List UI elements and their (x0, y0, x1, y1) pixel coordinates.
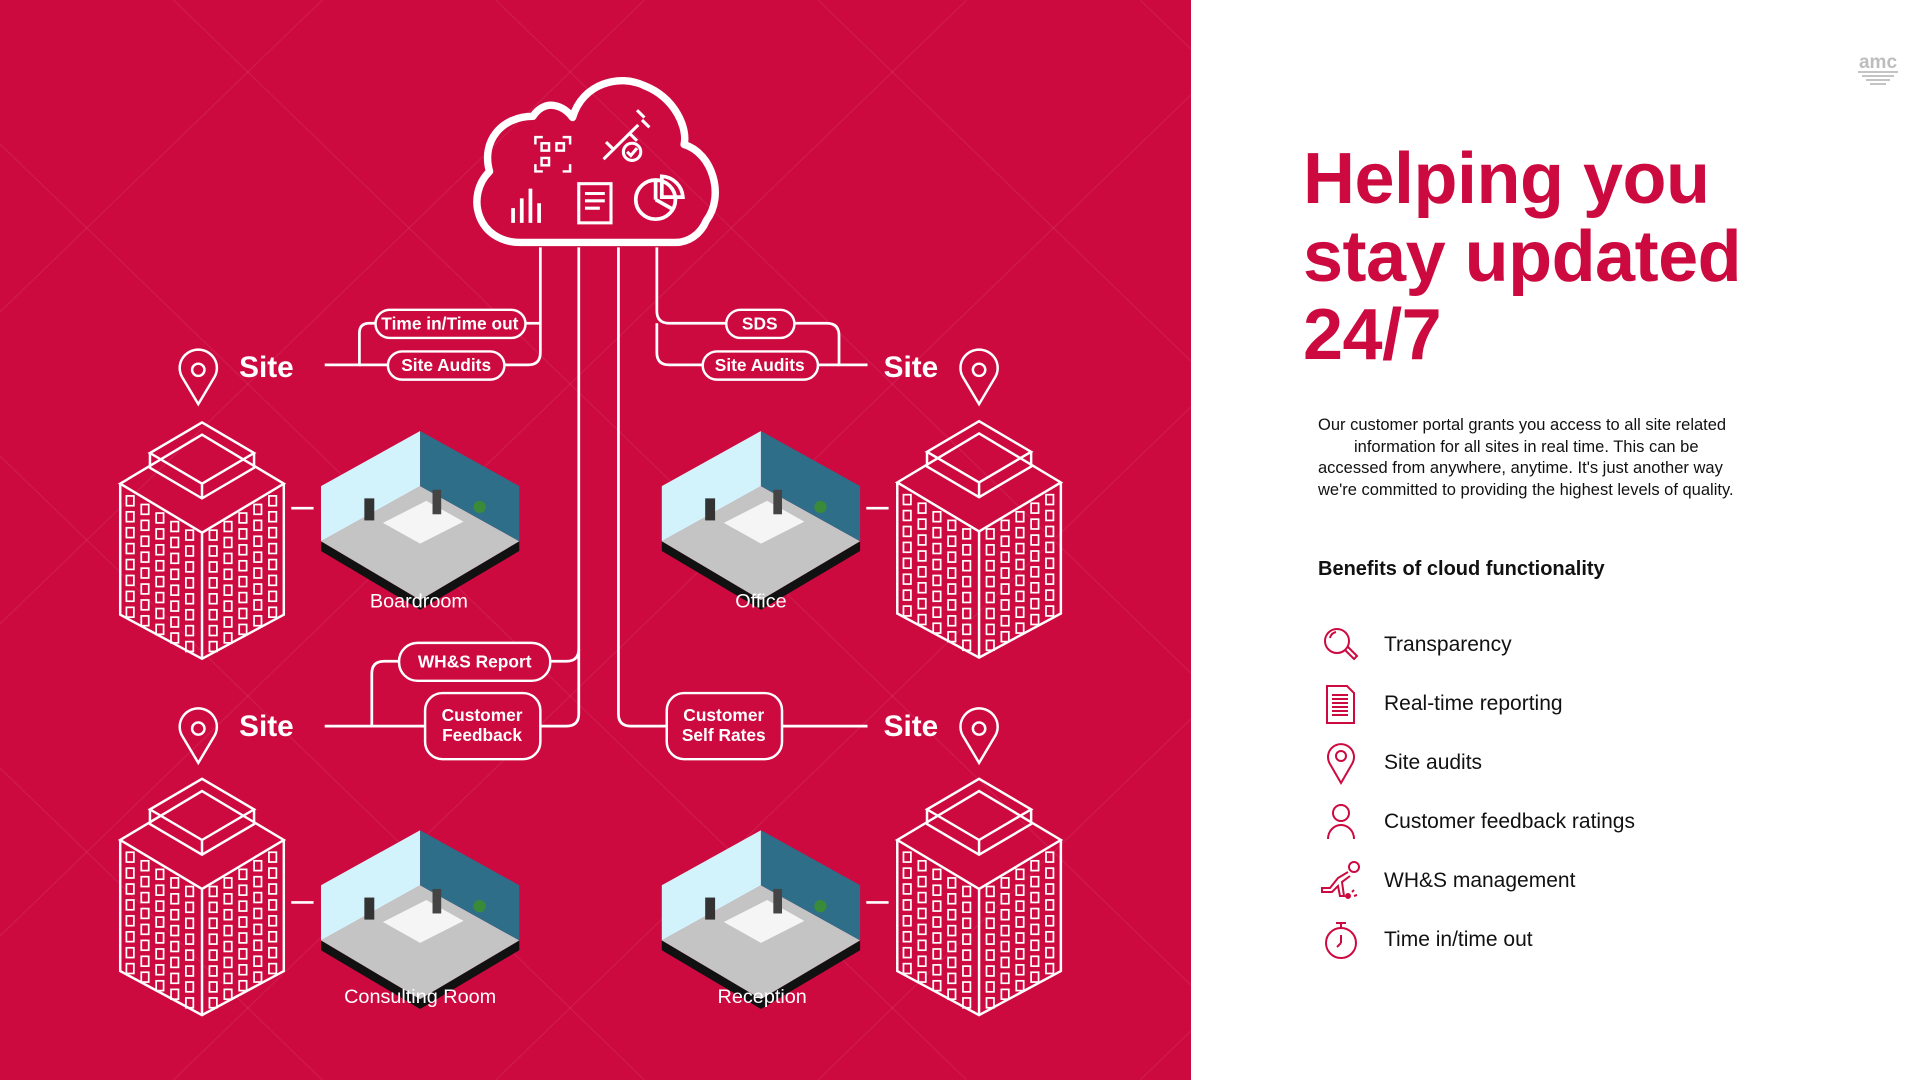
benefit-item: Transparency (1318, 620, 1738, 670)
site-label: Site (884, 710, 939, 743)
building-icon (117, 421, 287, 661)
site-label: Site (239, 351, 294, 384)
pill-whs-report: WH&S Report (397, 641, 552, 683)
cloud-diagram: Time in/Time out Site Audits SDS Site Au… (0, 0, 1191, 1080)
pill-label: Site Audits (715, 355, 805, 375)
title-line: Helping you (1303, 139, 1710, 219)
room-illustration-boardroom (320, 431, 520, 610)
benefits-heading: Benefits of cloud functionality (1318, 558, 1605, 580)
pill-label: SDS (742, 313, 778, 333)
benefit-label: Customer feedback ratings (1384, 810, 1635, 833)
document-icon (1326, 685, 1355, 724)
benefit-item: Customer feedback ratings (1318, 797, 1738, 847)
site-label: Site (884, 351, 939, 384)
benefit-item: Time in/time out (1318, 915, 1738, 965)
room-label-boardroom: Boardroom (370, 590, 468, 612)
pill-customer-self-rates: Customer Self Rates (665, 691, 784, 761)
cloud-icon (473, 76, 719, 247)
pill-label: Time in/Time out (381, 313, 518, 333)
paragraph-line: Our customer portal grants you access to… (1318, 416, 1727, 434)
building-icon (894, 419, 1064, 659)
syringe-check-icon (602, 109, 651, 162)
pill-site-audits-right: Site Audits (701, 350, 820, 381)
building-icon (117, 777, 287, 1017)
pill-time-in-out: Time in/Time out (374, 308, 527, 340)
paragraph-line: we're committed to providing the highest… (1318, 480, 1734, 499)
magnifier-icon (1324, 628, 1359, 661)
location-pin-icon (959, 707, 999, 766)
benefit-label: Time in/time out (1384, 928, 1533, 951)
pill-sds: SDS (725, 308, 796, 340)
pill-label: Customer (442, 705, 523, 725)
pill-label: Feedback (442, 725, 522, 745)
person-icon (1327, 804, 1355, 840)
benefit-label: WH&S management (1384, 869, 1576, 892)
pie-chart-icon (633, 174, 685, 222)
location-pin-icon (178, 348, 219, 407)
intro-paragraph: Our customer portal grants you access to… (1318, 415, 1778, 501)
benefit-label: Transparency (1384, 633, 1512, 656)
room-label-consulting-room: Consulting Room (344, 986, 496, 1008)
stopwatch-icon (1325, 922, 1357, 959)
bar-chart-icon (511, 188, 541, 223)
pill-label: Customer (683, 705, 764, 725)
location-pin-icon (178, 707, 219, 766)
paragraph-line: accessed from anywhere, anytime. It's ju… (1318, 459, 1723, 477)
title-line: 24/7 (1303, 295, 1442, 375)
location-pin-icon (1327, 743, 1355, 785)
location-pin-icon (959, 348, 999, 407)
room-label-office: Office (735, 590, 786, 612)
info-panel (1191, 0, 1920, 1080)
svg-text:amc: amc (1859, 52, 1897, 73)
paragraph-line: information for all sites in real time. … (1354, 437, 1699, 456)
benefit-item: Site audits (1318, 738, 1738, 788)
pill-label: WH&S Report (418, 651, 532, 671)
benefit-item: WH&S management (1318, 856, 1738, 906)
pill-customer-feedback: Customer Feedback (423, 691, 542, 761)
connector-lines (291, 247, 889, 904)
room-illustration-consulting-room (320, 830, 520, 1009)
cloud-diagram-panel: Time in/Time out Site Audits SDS Site Au… (0, 0, 1191, 1080)
amc-logo: amc (1856, 52, 1900, 93)
room-label-reception: Reception (718, 986, 807, 1008)
slip-fall-icon (1321, 861, 1360, 899)
pill-site-audits-left: Site Audits (386, 350, 506, 381)
pill-label: Self Rates (682, 725, 766, 745)
qr-code-icon (534, 135, 572, 173)
benefit-label: Real-time reporting (1384, 692, 1563, 715)
page-title: Helping you stay updated 24/7 (1303, 139, 1742, 375)
room-illustration-reception (661, 830, 861, 1009)
room-illustration-office (661, 431, 861, 610)
benefit-item: Real-time reporting (1318, 679, 1738, 729)
document-icon (577, 182, 613, 225)
title-line: stay updated (1303, 217, 1742, 297)
pill-label: Site Audits (401, 355, 491, 375)
building-icon (894, 777, 1064, 1017)
benefit-label: Site audits (1384, 751, 1483, 774)
site-label: Site (239, 710, 294, 743)
